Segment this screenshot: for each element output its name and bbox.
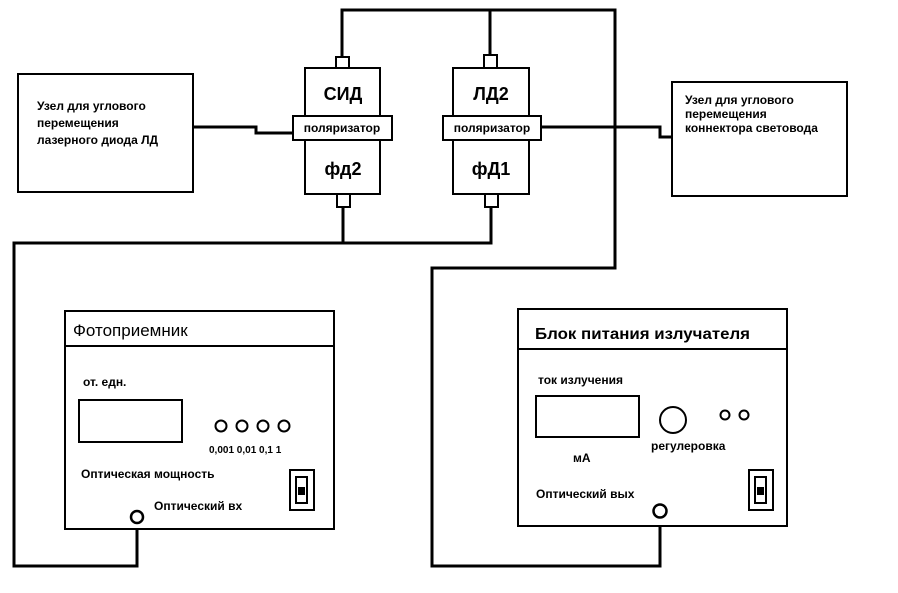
- optical-power-label: Оптическая мощность: [81, 467, 215, 481]
- range-selector-001[interactable]: [235, 419, 249, 433]
- emission-current-label: ток излучения: [538, 373, 623, 387]
- range-labels: 0,001 0,01 0,1 1: [209, 445, 282, 456]
- module-led-bottom-connector: [336, 193, 351, 208]
- right-node-line-2: перемещения: [685, 107, 767, 121]
- optical-input-connector[interactable]: [129, 509, 145, 525]
- module-led: СИД фд2 поляризатор: [292, 56, 393, 208]
- right-node-line-1: Узел для углового: [685, 93, 794, 107]
- left-node-line-3: лазерного диода ЛД: [37, 133, 159, 147]
- ma-label: мА: [573, 451, 591, 465]
- left-angular-node: Узел для углового перемещения лазерного …: [17, 73, 194, 193]
- module-led-top-connector: [335, 56, 350, 69]
- wire-fd1: [343, 207, 493, 245]
- range-selector-01[interactable]: [256, 419, 270, 433]
- power-supply-title: Блок питания излучателя: [535, 326, 750, 343]
- ld2-label: ЛД2: [473, 84, 508, 104]
- fd2-label: фд2: [325, 159, 362, 179]
- module-ld2: ЛД2 фД1 поляризатор: [442, 54, 542, 208]
- power-supply-switch[interactable]: [748, 469, 774, 511]
- indicator-right: [738, 409, 750, 421]
- wire-top-bus: [340, 8, 662, 568]
- photoreceiver-display: [78, 399, 183, 443]
- right-node-line-3: коннектора световода: [685, 121, 818, 135]
- optical-output-label: Оптический вых: [536, 487, 635, 501]
- module-ld2-bottom: [452, 139, 530, 195]
- emitter-power-supply: Блок питания излучателя ток излучения ре…: [517, 308, 788, 527]
- optical-input-label: Оптический вх: [154, 499, 242, 513]
- module-ld2-polarizer: [442, 115, 542, 141]
- left-node-line-1: Узел для углового: [37, 99, 146, 113]
- indicator-left: [719, 409, 731, 421]
- right-angular-node: Узел для углового перемещения коннектора…: [671, 81, 848, 197]
- wire-left-node: [193, 125, 293, 135]
- current-regulator-knob[interactable]: [659, 406, 687, 434]
- left-node-line-2: перемещения: [37, 116, 119, 130]
- led-label: СИД: [324, 84, 363, 104]
- range-selector-1[interactable]: [277, 419, 291, 433]
- optical-output-connector[interactable]: [652, 503, 668, 519]
- photoreceiver-title: Фотоприемник: [73, 321, 188, 340]
- range-selector-0001[interactable]: [214, 419, 228, 433]
- photoreceiver-power-switch[interactable]: [289, 469, 315, 511]
- polarizer-right-label: поляризатор: [454, 121, 530, 135]
- module-ld2-bottom-connector: [484, 193, 499, 208]
- photoreceiver: Фотоприемник от. едн. 0,001 0,01 0,1 1 О…: [64, 310, 335, 530]
- wire-bottom-bus: [12, 207, 345, 568]
- fd1-label: фД1: [472, 159, 511, 179]
- regulator-label: регулеровка: [651, 439, 726, 453]
- module-ld2-top-connector: [483, 54, 498, 69]
- polarizer-left-label: поляризатор: [304, 121, 380, 135]
- wire-right-node: [541, 125, 672, 139]
- module-led-polarizer: [292, 115, 393, 141]
- photoreceiver-units: от. едн.: [83, 375, 126, 389]
- module-led-top: [304, 67, 381, 117]
- current-display: [535, 395, 640, 438]
